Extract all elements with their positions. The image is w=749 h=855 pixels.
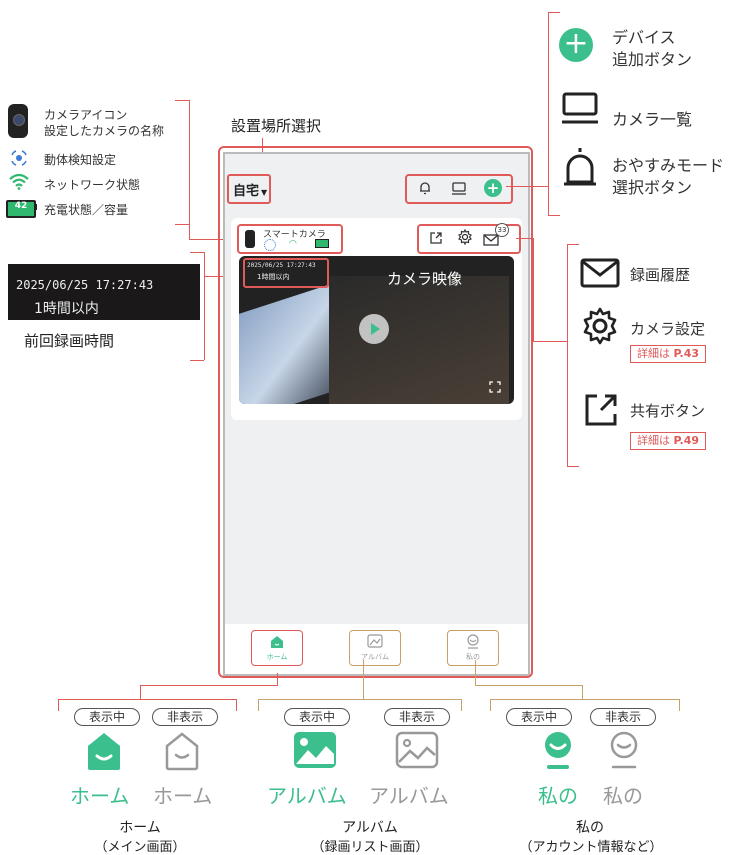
motion-detect-icon xyxy=(10,149,28,167)
camera-info-highlight xyxy=(237,224,343,254)
home-active-icon xyxy=(84,730,124,772)
album-active-label: アルバム xyxy=(267,784,347,808)
tab-mine[interactable]: 私の xyxy=(447,630,499,666)
phone-screen: 自宅▼ + スマートカメラ ◠ 33 2025/06/25 17:27:43 xyxy=(223,152,530,676)
overlay-timestamp-highlight xyxy=(243,258,329,288)
share-label: 共有ボタン xyxy=(630,402,706,420)
header-actions-highlight xyxy=(405,174,513,204)
tab-home-label: ホーム xyxy=(266,653,288,661)
chevron-down-icon: ▼ xyxy=(261,188,268,197)
sleep-mode-label-2: 選択ボタン xyxy=(612,178,693,197)
home-caption-2: （メイン画面） xyxy=(94,840,186,855)
home-caption-1: ホーム xyxy=(119,820,161,836)
home-inactive-icon xyxy=(162,730,202,772)
camera-card[interactable]: スマートカメラ ◠ 33 2025/06/25 17:27:43 1時間以内 カ… xyxy=(231,218,522,420)
home-active-label: ホーム xyxy=(70,784,130,808)
timestamp-zoom-image: 2025/06/25 17:27:43 1時間以内 xyxy=(8,264,200,320)
bell-icon[interactable] xyxy=(417,180,433,196)
camera-list-icon[interactable] xyxy=(451,181,467,195)
album-inactive-icon xyxy=(394,730,440,770)
album-caption-1: アルバム xyxy=(342,820,398,836)
location-select[interactable]: 自宅▼ xyxy=(233,184,268,199)
album-hidden-pill: 非表示 xyxy=(384,708,450,726)
legend-camera-icon-label: カメラアイコン xyxy=(44,108,128,122)
mine-hidden-pill: 非表示 xyxy=(590,708,656,726)
settings-detail-ref: 詳細は P.43 xyxy=(630,345,707,363)
camera-settings-label: カメラ設定 xyxy=(630,320,706,338)
legend-battery-label: 充電状態／容量 xyxy=(44,203,129,217)
tab-home[interactable]: ホーム xyxy=(251,630,303,666)
overlay-ago: 1時間以内 xyxy=(257,273,290,281)
mine-caption-1: 私の xyxy=(576,820,604,836)
bell-big-icon xyxy=(560,146,600,194)
wifi-icon xyxy=(9,173,29,190)
share-big-icon xyxy=(583,392,619,428)
legend-camera-icon xyxy=(8,104,28,138)
add-device-label-2: 追加ボタン xyxy=(612,50,693,69)
share-icon[interactable] xyxy=(429,230,443,244)
motion-status-icon xyxy=(264,239,276,251)
card-actions-highlight xyxy=(417,224,521,254)
share-detail-ref: 詳細は P.49 xyxy=(630,432,707,450)
sleep-mode-label-1: おやすみモード xyxy=(612,156,725,175)
history-label: 録画履歴 xyxy=(630,266,691,284)
add-device-label-1: デバイス xyxy=(612,28,676,47)
video-label: カメラ映像 xyxy=(387,270,463,288)
mine-inactive-icon xyxy=(607,730,641,772)
mine-inactive-label: 私の xyxy=(603,784,643,808)
history-big-icon xyxy=(580,258,620,288)
add-device-icon[interactable]: + xyxy=(484,179,502,197)
mine-shown-pill: 表示中 xyxy=(506,708,572,726)
battery-level-text: 42 xyxy=(14,201,28,211)
battery-icon: 42 xyxy=(6,200,36,218)
battery-status-icon xyxy=(315,239,329,248)
fullscreen-icon[interactable] xyxy=(489,378,501,393)
timestamp-caption: 前回録画時間 xyxy=(24,332,115,350)
legend-motion-label: 動体検知設定 xyxy=(44,153,117,167)
zoom-date: 2025/06/25 17:27:43 xyxy=(16,278,154,292)
location-select-title: 設置場所選択 xyxy=(231,117,322,135)
home-shown-pill: 表示中 xyxy=(74,708,140,726)
camera-thumb-icon xyxy=(245,230,255,248)
wifi-status-icon: ◠ xyxy=(289,239,297,249)
camera-list-label: カメラ一覧 xyxy=(612,110,693,129)
tab-mine-label: 私の xyxy=(466,653,480,661)
tab-album[interactable]: アルバム xyxy=(349,630,401,666)
settings-big-icon xyxy=(580,306,620,346)
location-select-highlight xyxy=(227,174,271,204)
zoom-ago: 1時間以内 xyxy=(34,301,99,317)
album-shown-pill: 表示中 xyxy=(284,708,350,726)
album-active-icon xyxy=(292,730,338,770)
history-mail-icon[interactable] xyxy=(483,231,499,246)
camera-video[interactable]: 2025/06/25 17:27:43 1時間以内 カメラ映像 xyxy=(239,256,514,404)
add-device-big-icon: + xyxy=(559,28,593,62)
mine-active-icon xyxy=(541,730,575,772)
home-hidden-pill: 非表示 xyxy=(152,708,218,726)
legend-network-label: ネットワーク状態 xyxy=(44,178,141,192)
camera-list-big-icon xyxy=(560,92,600,128)
play-button[interactable] xyxy=(359,314,389,344)
history-badge: 33 xyxy=(495,223,509,237)
tab-album-label: アルバム xyxy=(361,653,389,661)
mine-active-label: 私の xyxy=(538,784,578,808)
camera-name: スマートカメラ xyxy=(263,230,326,240)
home-inactive-label: ホーム xyxy=(153,784,213,808)
overlay-date: 2025/06/25 17:27:43 xyxy=(247,262,316,269)
album-inactive-label: アルバム xyxy=(369,784,449,808)
mine-caption-2: （アカウント情報など） xyxy=(519,840,663,855)
content-area-highlight xyxy=(218,146,533,678)
legend-camera-name-label: 設定したカメラの名称 xyxy=(44,124,165,138)
album-caption-2: （録画リスト画面） xyxy=(311,840,429,855)
settings-gear-icon[interactable] xyxy=(457,228,473,246)
